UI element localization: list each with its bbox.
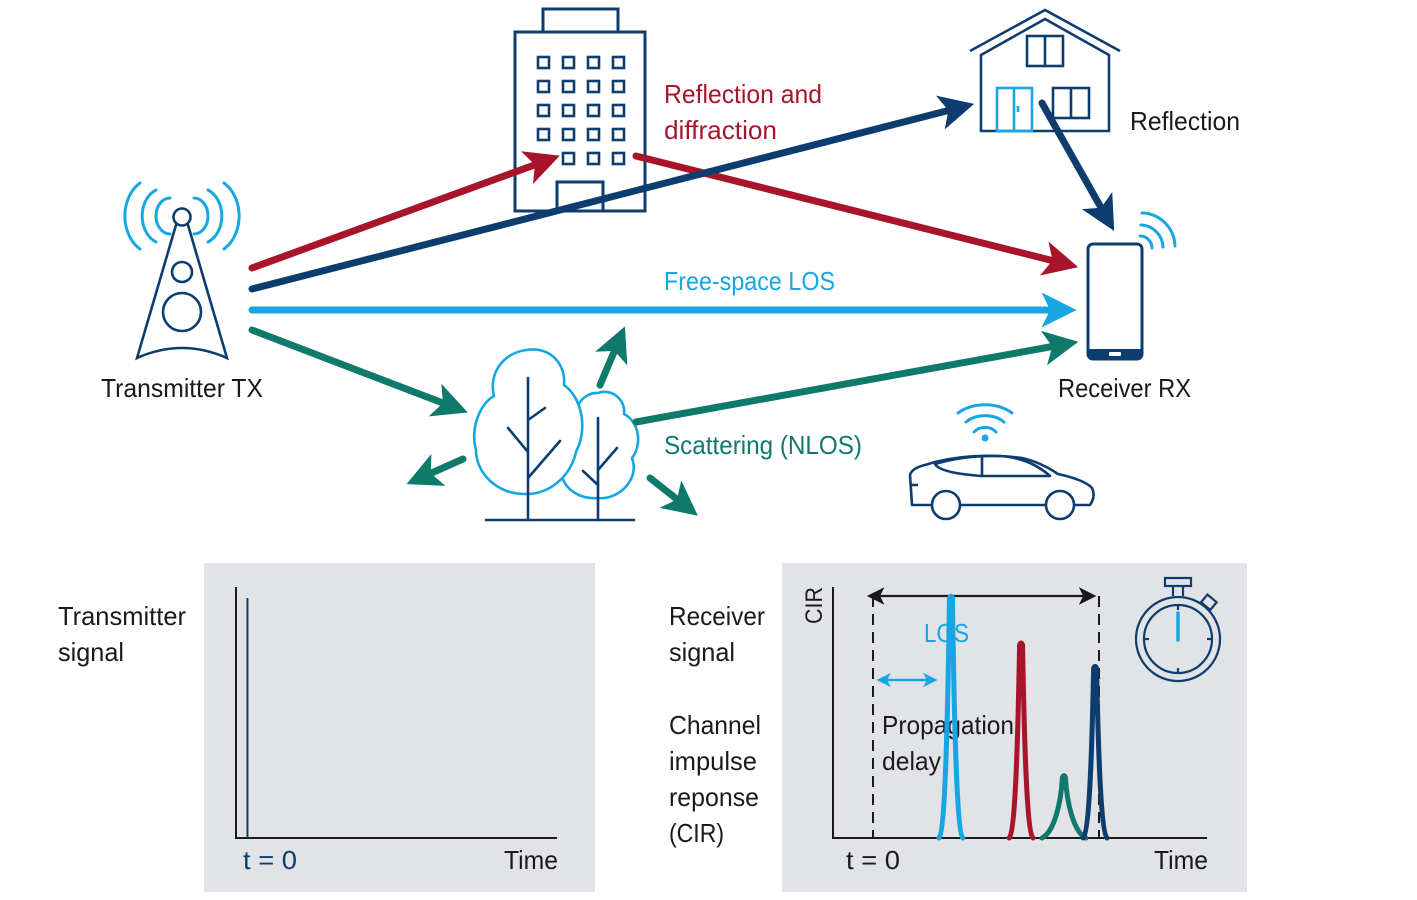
propagation-delay-label-line2: delay	[882, 746, 941, 776]
building-window	[586, 151, 601, 166]
path-arrow-red-to-building	[248, 151, 560, 272]
chart2-subtitle-line1: Channel	[669, 710, 761, 740]
chart1-x-tick-t0: t = 0	[243, 845, 297, 875]
radio-tower-icon	[123, 181, 241, 361]
chart2-subtitle-line4: (CIR)	[669, 818, 724, 848]
chart2-xlabel: Time	[1154, 845, 1208, 875]
office-building-icon	[513, 7, 647, 213]
reflection-diffraction-label-line1: Reflection and	[664, 79, 822, 109]
scattering-label: Scattering (NLOS)	[664, 430, 862, 460]
chart2-title-line2: signal	[669, 637, 735, 667]
building-window	[561, 127, 576, 142]
chart1-title-line1: Transmitter	[58, 601, 186, 631]
building-window	[611, 103, 626, 118]
scatter-arrow-up	[595, 326, 628, 389]
transmitter-label: Transmitter TX	[101, 373, 263, 403]
signal-paths	[248, 95, 1115, 516]
car-icon	[908, 403, 1095, 521]
building-window	[586, 79, 601, 94]
building-window	[586, 55, 601, 70]
building-window	[586, 127, 601, 142]
reflection-label: Reflection	[1130, 106, 1240, 136]
trees-icon	[472, 348, 640, 522]
building-window	[561, 55, 576, 70]
scatter-arrow-left	[406, 453, 467, 486]
path-arrow-navy-to-house	[248, 95, 975, 293]
building-window	[611, 127, 626, 142]
building-window	[561, 79, 576, 94]
broadcast-waves-icon	[123, 181, 241, 251]
smartphone-icon	[1086, 211, 1177, 361]
path-arrow-teal-to-trees	[248, 326, 468, 417]
chart1-xlabel: Time	[504, 845, 558, 875]
chart1-title-line2: signal	[58, 637, 124, 667]
scatter-arrow-down-right	[646, 474, 698, 516]
cir-peak-scattering-nlos	[1039, 773, 1089, 841]
phone-signal-icon	[1138, 211, 1177, 250]
cir-peak-los	[936, 593, 966, 841]
building-window	[536, 55, 551, 70]
cir-peak-reflection-and-diffraction	[1006, 640, 1036, 841]
building-window	[561, 151, 576, 166]
building-window	[536, 127, 551, 142]
chart2-ylabel: CIR	[801, 587, 828, 624]
cir-peak-reflection	[1080, 663, 1110, 841]
reflection-diffraction-label-line2: diffraction	[664, 115, 777, 145]
building-window	[611, 55, 626, 70]
stopwatch-icon	[1134, 576, 1222, 683]
receiver-label: Receiver RX	[1058, 373, 1191, 403]
chart2-subtitle-line3: reponse	[669, 782, 759, 812]
chart2-subtitle-line2: impulse	[669, 746, 757, 776]
building-window	[611, 151, 626, 166]
path-arrow-navy-to-receiver	[1038, 99, 1115, 231]
house-icon	[969, 8, 1121, 133]
transmitter-signal-chart: t = 0 Time Transmitter signal	[58, 587, 558, 875]
building-window	[536, 103, 551, 118]
los-peak-label: LOS	[924, 618, 969, 648]
building-window	[611, 79, 626, 94]
chart2-x-tick-t0: t = 0	[846, 845, 900, 875]
free-space-los-label: Free-space LOS	[664, 266, 835, 296]
chart2-title-line1: Receiver	[669, 601, 765, 631]
building-window	[586, 103, 601, 118]
receiver-cir-chart: CIR Propagation delay LOS t = 0 Time	[669, 576, 1222, 875]
building-window	[561, 103, 576, 118]
car-wifi-icon	[956, 403, 1014, 434]
path-arrow-teal-to-receiver	[632, 330, 1079, 426]
building-window	[536, 79, 551, 94]
